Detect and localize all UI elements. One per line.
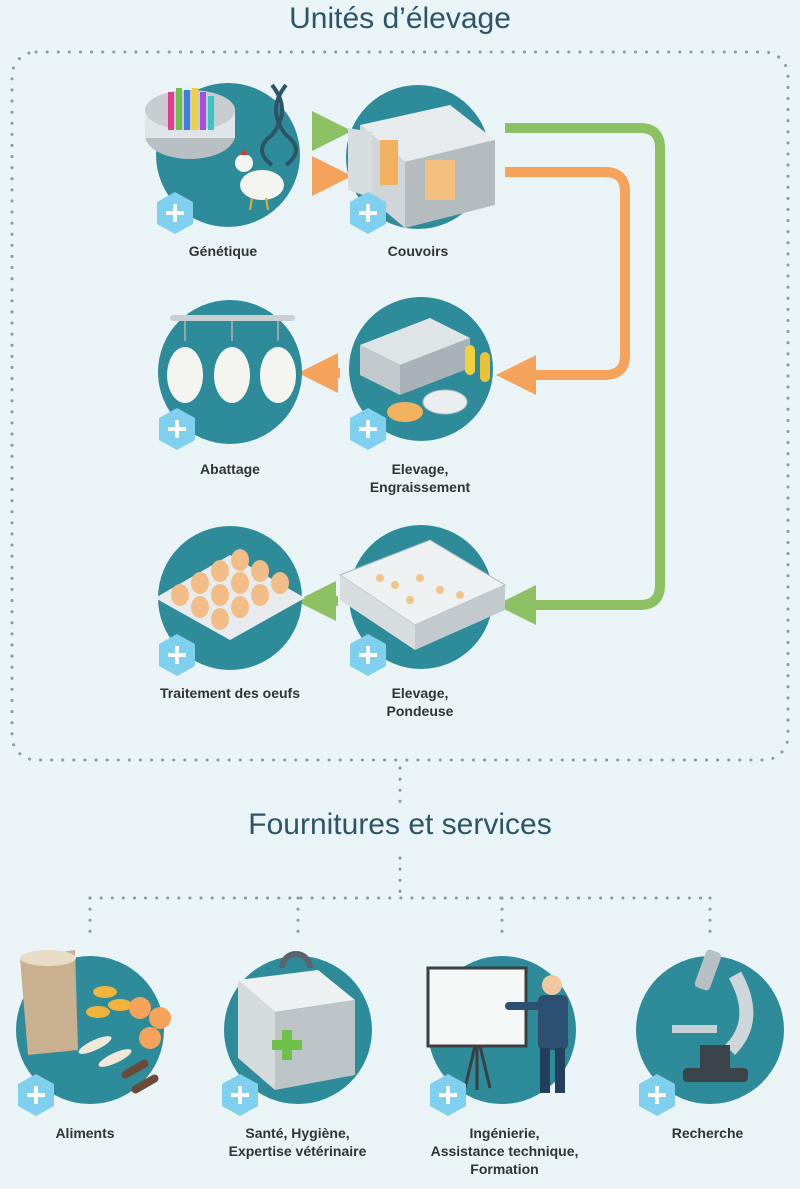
plus-icon[interactable] [220,1072,260,1118]
broiler-illustration [349,297,493,441]
unit-label-eggs[interactable]: Traitement des oeufs [159,685,301,701]
plus-icon[interactable] [348,406,388,452]
plus-icon[interactable] [637,1072,677,1118]
unit-label-hatcheries[interactable]: Couvoirs [387,243,449,259]
supply-label-feed[interactable]: Aliments [55,1125,115,1141]
supply-label-engineering[interactable]: Ingénierie, Assistance technique, Format… [430,1125,579,1177]
unit-label-genetics[interactable]: Génétique [188,243,258,259]
feed-illustration [16,950,171,1104]
plus-icon[interactable] [157,406,197,452]
plus-icon[interactable] [16,1072,56,1118]
unit-label-broiler[interactable]: Elevage, Engraissement [369,461,471,495]
slaughter-illustration [158,300,302,444]
engineering-illustration [426,956,576,1104]
supplies-connectors [88,766,712,942]
rearing-section-title: Unités d’élevage [289,2,511,35]
plus-icon[interactable] [348,190,388,236]
health-illustration [224,951,372,1104]
plus-icon[interactable] [155,190,195,236]
supply-label-research[interactable]: Recherche [671,1125,744,1141]
layer-illustration [338,525,507,669]
plus-icon[interactable] [428,1072,468,1118]
supplies-section-title: Fournitures et services [248,808,552,841]
flow-arrow-green-to-layer [496,123,665,625]
unit-label-slaughter[interactable]: Abattage [200,461,260,477]
plus-icon[interactable] [348,632,388,678]
plus-icon[interactable] [157,632,197,678]
genetics-illustration [145,83,300,227]
flow-arrow-orange-to-broiler [496,167,630,395]
unit-label-layer[interactable]: Elevage, Pondeuse [386,685,454,719]
egg-processing-illustration [155,526,305,670]
hatcheries-illustration [346,85,495,229]
supply-label-health[interactable]: Santé, Hygiène, Expertise vétérinaire [228,1125,367,1159]
research-illustration [636,949,784,1104]
